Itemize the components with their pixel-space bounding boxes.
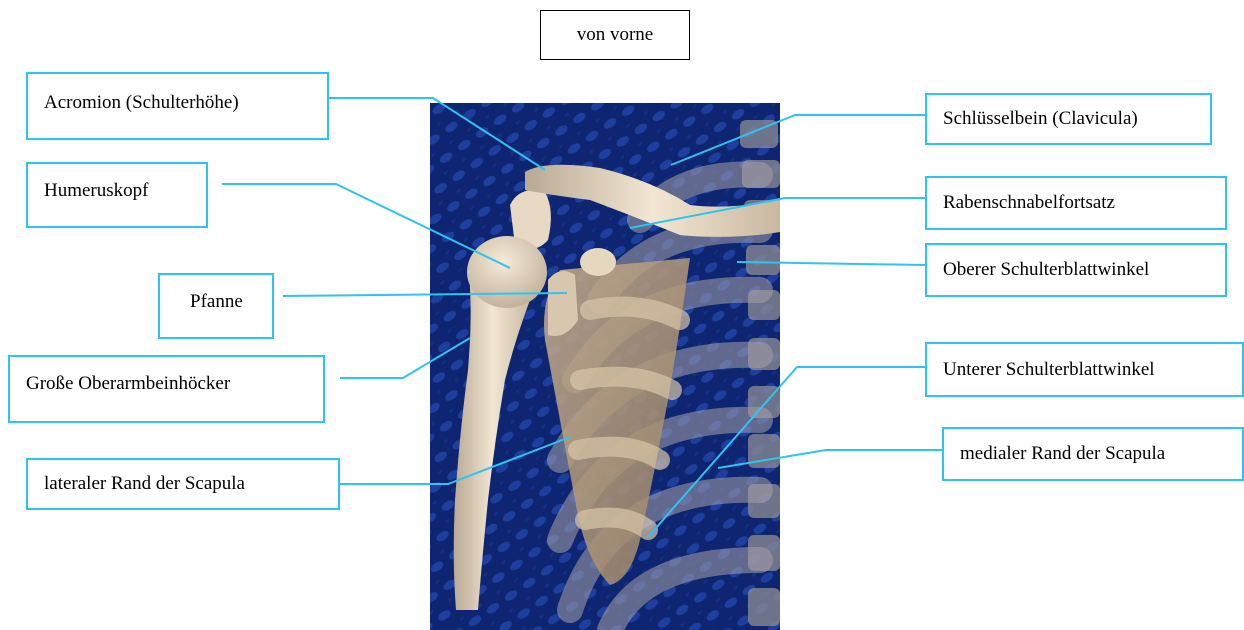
label-pfanne: Pfanne <box>158 273 274 339</box>
label-unterer-schulterblattwinkel: Unterer Schulterblattwinkel <box>925 342 1244 397</box>
label-lateraler-rand: lateraler Rand der Scapula <box>26 458 340 510</box>
label-oberer-schulterblattwinkel-text: Oberer Schulterblattwinkel <box>943 259 1149 281</box>
label-humeruskopf: Humeruskopf <box>26 162 208 228</box>
label-schluesselbein: Schlüsselbein (Clavicula) <box>925 93 1212 145</box>
label-grosse-oberarmbeinhoecker: Große Oberarmbeinhöcker <box>8 355 325 423</box>
label-medialer-rand: medialer Rand der Scapula <box>942 427 1244 481</box>
label-lateraler-rand-text: lateraler Rand der Scapula <box>44 473 245 495</box>
label-rabenschnabelfortsatz: Rabenschnabelfortsatz <box>925 176 1227 230</box>
label-unterer-schulterblattwinkel-text: Unterer Schulterblattwinkel <box>943 359 1155 381</box>
view-title-text: von vorne <box>577 24 654 46</box>
label-grosse-oberarmbeinhoecker-text: Große Oberarmbeinhöcker <box>26 373 230 395</box>
label-rabenschnabelfortsatz-text: Rabenschnabelfortsatz <box>943 192 1115 214</box>
label-medialer-rand-text: medialer Rand der Scapula <box>960 443 1165 465</box>
label-humeruskopf-text: Humeruskopf <box>44 180 148 202</box>
label-pfanne-text: Pfanne <box>190 291 243 313</box>
label-acromion: Acromion (Schulterhöhe) <box>26 72 329 140</box>
humerus-head <box>467 236 547 308</box>
label-schluesselbein-text: Schlüsselbein (Clavicula) <box>943 108 1138 130</box>
coracoid-process <box>580 248 616 276</box>
view-title: von vorne <box>540 10 690 60</box>
label-oberer-schulterblattwinkel: Oberer Schulterblattwinkel <box>925 243 1227 297</box>
label-acromion-text: Acromion (Schulterhöhe) <box>44 92 239 114</box>
